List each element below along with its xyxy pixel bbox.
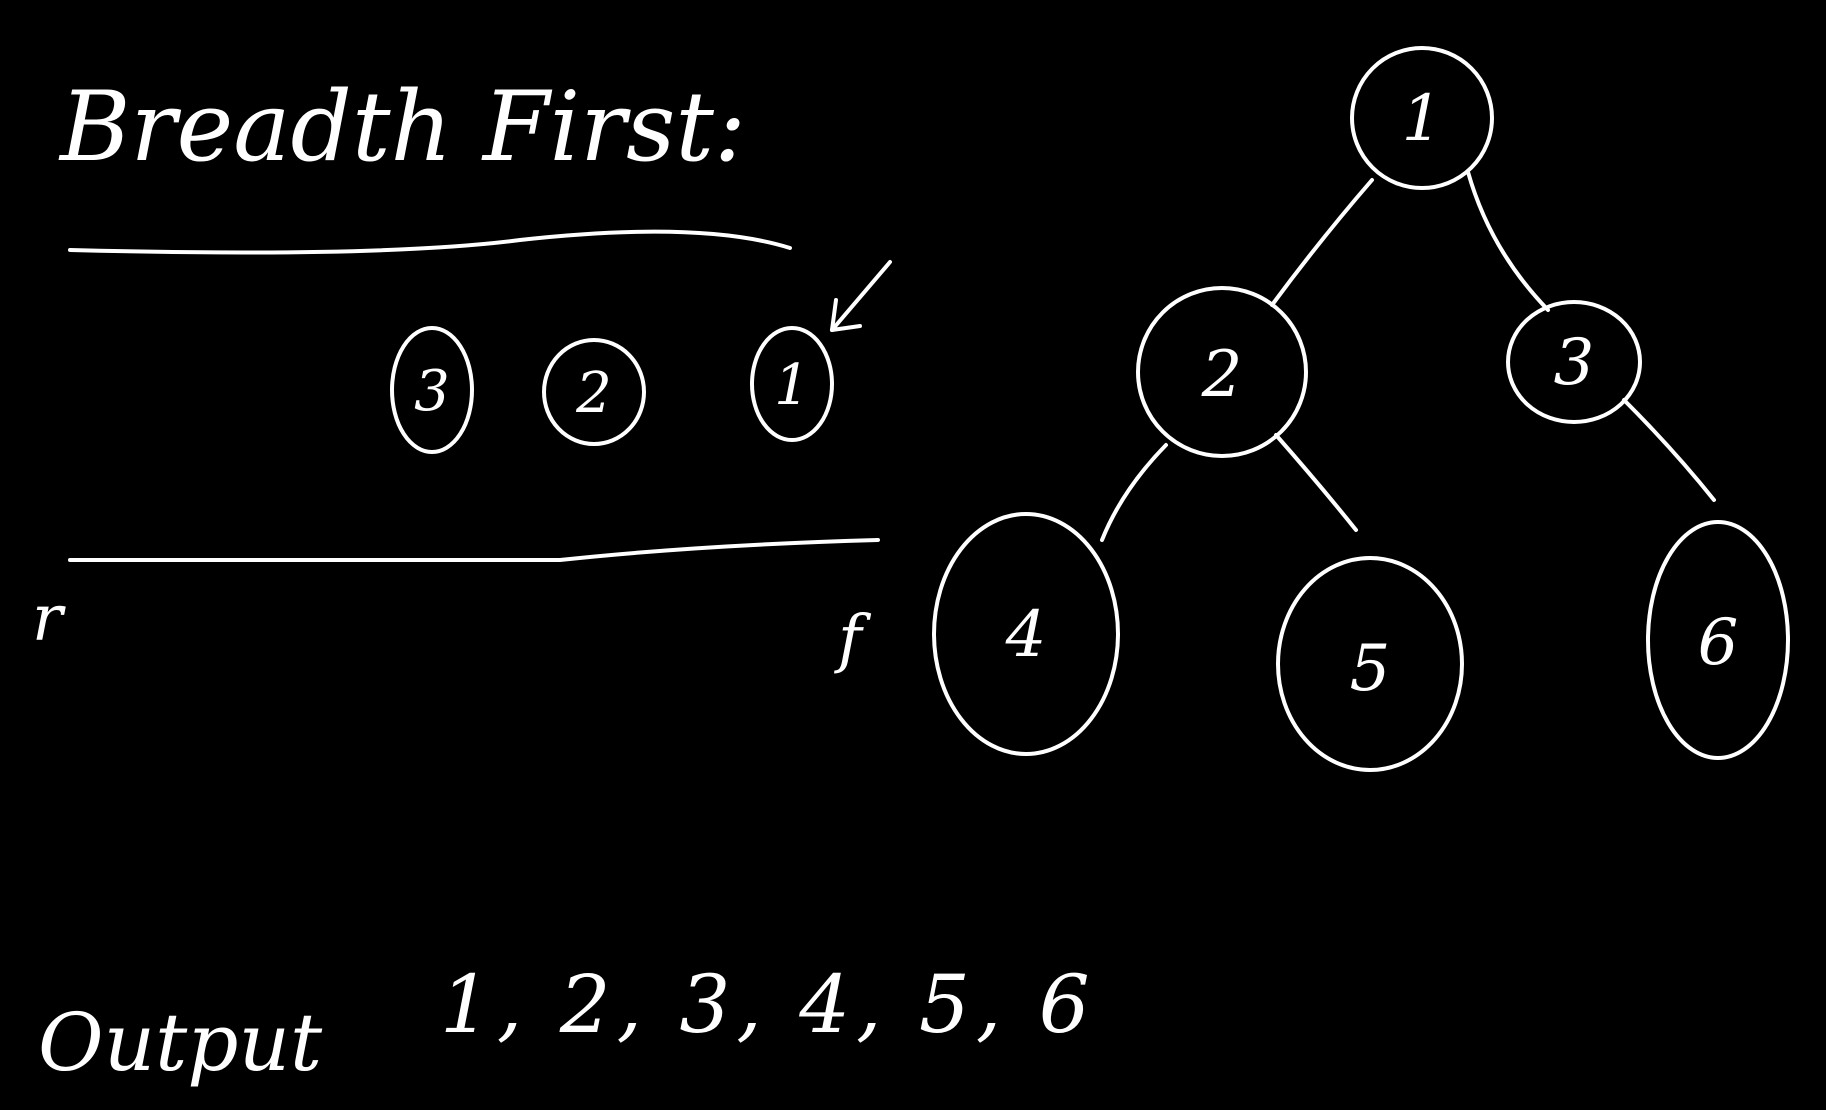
tree-edges [1100,170,1716,542]
queue-rear-label: r [32,582,66,656]
queue-item-label: 3 [414,359,450,424]
queue-item-label: 1 [774,353,810,418]
arrow-icon [830,260,892,332]
tree-edge [1466,170,1550,312]
tree-node-label: 1 [1402,82,1443,156]
tree-node-label: 4 [1005,598,1047,672]
tree-edge [1270,178,1374,307]
queue-item-3: 3 [390,326,474,454]
tree-edge [1100,443,1168,542]
tree-node-5: 5 [1276,556,1464,772]
title-text: Breadth First: [58,71,746,183]
tree-node-label: 6 [1698,606,1739,680]
output-sequence: 1, 2, 3, 4, 5, 6 [440,958,1096,1051]
tree-node-1: 1 [1350,46,1494,190]
queue-front-label: f [834,602,872,676]
output-label: Output [38,996,323,1089]
tree-node-3: 3 [1506,300,1642,424]
tree-node-label: 5 [1350,632,1391,706]
tree-node-label: 3 [1554,326,1595,400]
tree-node-label: 2 [1201,338,1243,412]
queue-bottom-line [68,538,880,562]
tree-node-2: 2 [1136,286,1308,458]
queue-top-line [68,229,792,255]
queue-item-label: 2 [575,361,612,426]
tree-edge [1274,433,1358,532]
queue-item-1: 1 [750,326,834,442]
tree-node-6: 6 [1646,520,1790,760]
tree-edge [1622,398,1716,502]
queue-item-2: 2 [542,338,646,446]
tree-node-4: 4 [932,512,1120,756]
